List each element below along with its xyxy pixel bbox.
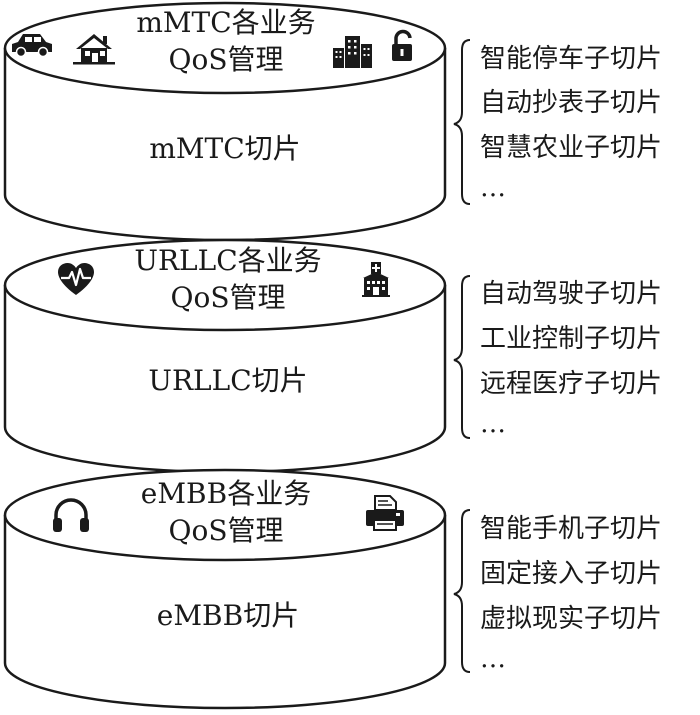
padlock-icon bbox=[392, 29, 412, 61]
mmtc-brace bbox=[453, 39, 471, 205]
sub-slice-label: 虚拟现实子切片 bbox=[480, 604, 662, 634]
sub-slice-ellipsis: … bbox=[480, 409, 506, 439]
urllc-header-line2: QoS管理 bbox=[171, 281, 286, 314]
urllc-sub-slice-group: 自动驾驶子切片 工业控制子切片 远程医疗子切片 … bbox=[453, 275, 662, 439]
sub-slice-label: 自动抄表子切片 bbox=[480, 88, 662, 118]
urllc-cylinder-top bbox=[3, 238, 447, 332]
mmtc-slice-label: mMTC切片 bbox=[149, 132, 300, 165]
mmtc-header-line1: mMTC各业务 bbox=[136, 6, 315, 39]
embb-brace bbox=[453, 509, 471, 673]
sub-slice-label: 工业控制子切片 bbox=[480, 324, 662, 354]
embb-slice-label: eMBB切片 bbox=[157, 599, 299, 632]
urllc-slice-label: URLLC切片 bbox=[148, 364, 307, 397]
mmtc-sub-slice-group: 智能停车子切片 自动抄表子切片 智慧农业子切片 … bbox=[453, 39, 662, 205]
sub-slice-label: 远程医疗子切片 bbox=[480, 369, 662, 399]
headphones-icon bbox=[53, 498, 89, 532]
sub-slice-label: 智能手机子切片 bbox=[480, 514, 662, 544]
embb-header-line1: eMBB各业务 bbox=[141, 477, 311, 510]
mmtc-cylinder-top bbox=[3, 1, 447, 95]
sub-slice-label: 固定接入子切片 bbox=[480, 559, 662, 589]
sub-slice-label: 自动驾驶子切片 bbox=[480, 279, 662, 309]
printer-icon bbox=[366, 495, 404, 531]
sub-slice-label: 智慧农业子切片 bbox=[480, 133, 662, 163]
house-icon bbox=[73, 34, 115, 65]
sub-slice-ellipsis: … bbox=[480, 173, 506, 203]
buildings-icon bbox=[333, 36, 372, 68]
urllc-brace bbox=[453, 275, 471, 439]
embb-sub-slice-group: 智能手机子切片 固定接入子切片 虚拟现实子切片 … bbox=[453, 509, 662, 674]
mmtc-header-line2: QoS管理 bbox=[169, 43, 284, 76]
embb-cylinder-body bbox=[3, 515, 447, 710]
embb-cylinder-top bbox=[3, 468, 447, 562]
heart-pulse-icon bbox=[58, 263, 94, 295]
hospital-icon bbox=[362, 262, 390, 297]
embb-cylinder: eMBB各业务 QoS管理 eMBB切片 bbox=[3, 468, 447, 710]
car-icon bbox=[12, 34, 52, 58]
urllc-header-line1: URLLC各业务 bbox=[134, 244, 321, 277]
sub-slice-label: 智能停车子切片 bbox=[480, 44, 662, 74]
mmtc-cylinder: mMTC各业务 QoS管理 mMTC切片 bbox=[3, 1, 447, 242]
embb-header-line2: QoS管理 bbox=[169, 514, 284, 547]
urllc-cylinder: URLLC各业务 QoS管理 URLLC切片 bbox=[3, 238, 447, 474]
sub-slice-ellipsis: … bbox=[480, 644, 506, 674]
